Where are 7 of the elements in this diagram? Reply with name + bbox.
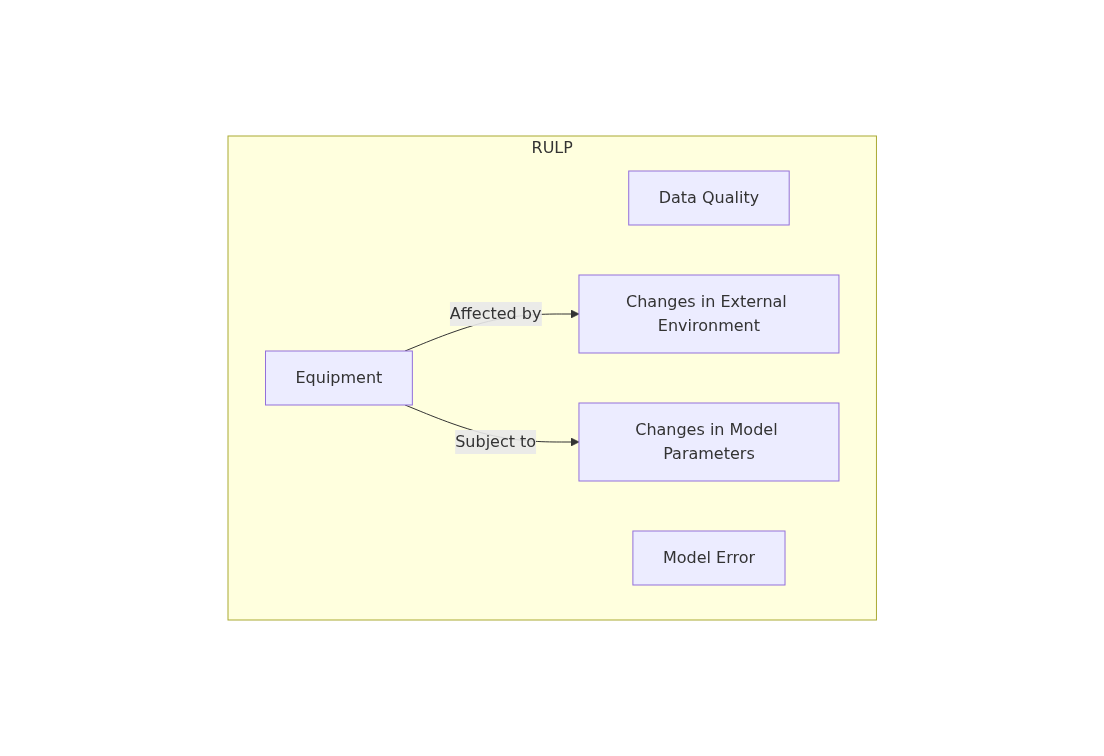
- node-box: Equipment: [264, 350, 413, 406]
- node-box: Data Quality: [628, 170, 790, 226]
- node-box: Model Error: [632, 530, 786, 586]
- node-box: Changes in External Environment: [578, 274, 840, 354]
- edge-label: Affected by: [449, 304, 542, 323]
- node-box: Changes in Model Parameters: [578, 402, 840, 482]
- edge-label: Subject to: [454, 432, 536, 451]
